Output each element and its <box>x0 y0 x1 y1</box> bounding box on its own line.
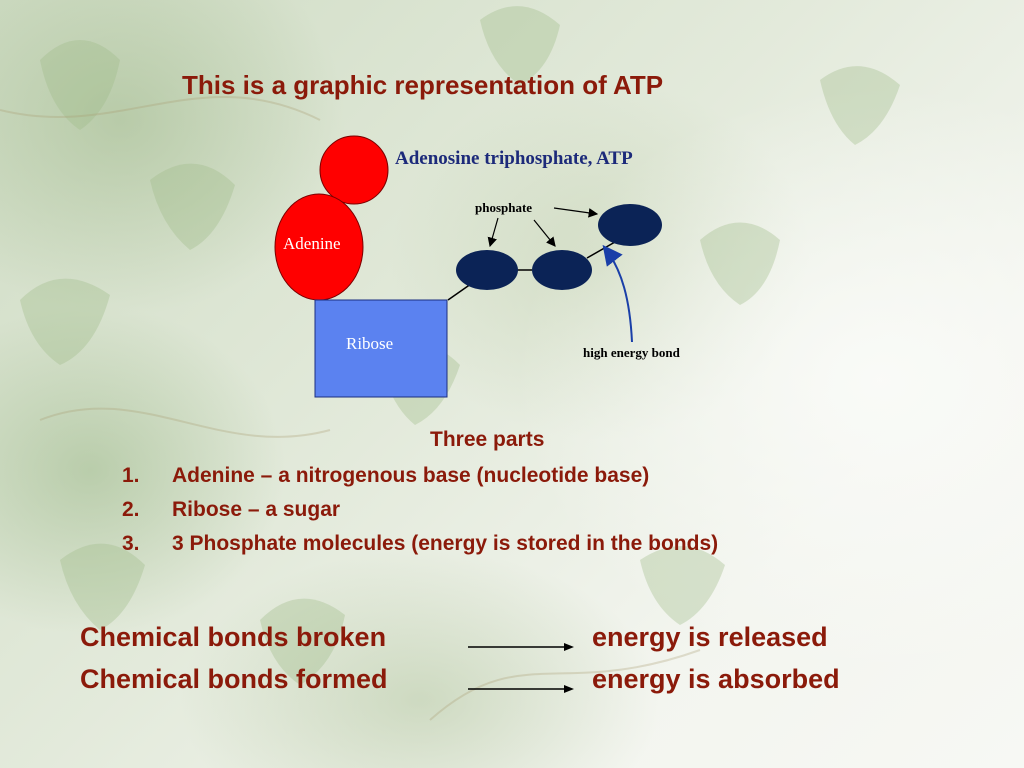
list-number: 3. <box>122 532 140 555</box>
bond-effect: energy is absorbed <box>592 664 840 694</box>
atp-diagram: Adenine Ribose Adenosine triphosphate, A… <box>274 135 681 398</box>
ribose-label: Ribose <box>346 334 393 353</box>
phosphate-2 <box>532 250 592 290</box>
bond-cause: Chemical bonds broken <box>80 622 387 652</box>
right-arrow-icon <box>468 643 574 651</box>
right-arrow-icon <box>468 685 574 693</box>
adenine-label: Adenine <box>283 234 341 253</box>
list-text: Adenine – a nitrogenous base (nucleotide… <box>172 464 650 487</box>
high-energy-arrow <box>602 244 633 343</box>
ribose-box <box>314 299 448 398</box>
high-energy-label: high energy bond <box>583 345 681 360</box>
phosphate-1 <box>456 250 518 290</box>
phosphate-3 <box>598 204 662 246</box>
phosphate-label: phosphate <box>475 200 532 215</box>
phosphate-arrow-1 <box>487 217 499 248</box>
diagram-heading: Adenosine triphosphate, ATP <box>395 148 633 169</box>
slide-title: This is a graphic representation of ATP <box>182 70 664 100</box>
adenine-ring-top <box>319 135 389 205</box>
list-number: 2. <box>122 498 140 521</box>
phosphate-arrow-3 <box>553 207 599 218</box>
phosphate-arrow-2 <box>533 219 556 247</box>
phosphate-bond-2 <box>586 241 616 259</box>
bond-cause: Chemical bonds formed <box>80 664 388 694</box>
list-number: 1. <box>122 464 140 487</box>
parts-heading: Three parts <box>430 428 545 451</box>
list-text: Ribose – a sugar <box>172 498 341 521</box>
bond-effect: energy is released <box>592 622 828 652</box>
list-text: 3 Phosphate molecules (energy is stored … <box>172 532 719 555</box>
